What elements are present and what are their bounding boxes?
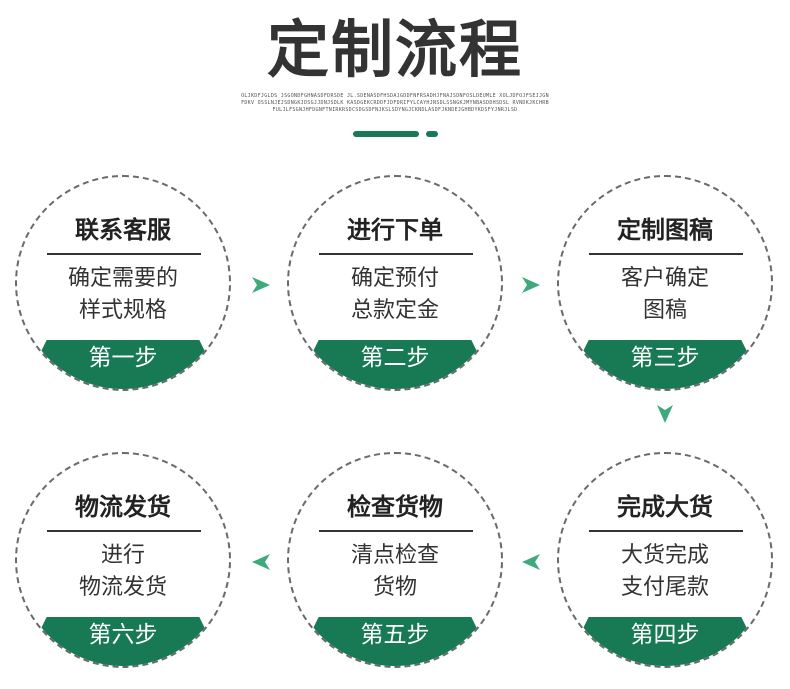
step-label-band <box>289 340 501 389</box>
step-description: 大货完成 支付尾款 <box>559 540 771 604</box>
step-label: 第六步 <box>88 622 158 648</box>
step-label: 第三步 <box>630 345 700 371</box>
step-description: 清点检查 货物 <box>289 540 501 604</box>
step-divider <box>589 530 743 532</box>
step-description-line: 货物 <box>372 575 417 600</box>
step-title: 物流发货 <box>75 493 171 521</box>
step-title: 进行下单 <box>347 216 443 244</box>
step-divider <box>319 530 473 532</box>
step-description-line: 图稿 <box>642 298 687 323</box>
step-divider <box>47 530 201 532</box>
step-label: 第一步 <box>88 345 158 371</box>
step-description-line: 清点检查 <box>350 543 439 568</box>
step-description-line: 确定预付 <box>350 266 439 291</box>
step-4: 完成大货 大货完成 支付尾款 第四步 <box>557 452 773 668</box>
step-6: 物流发货 进行 物流发货 第六步 <box>15 452 231 668</box>
step-label: 第二步 <box>360 345 430 371</box>
step-5: 检查货物 清点检查 货物 第五步 <box>287 452 503 668</box>
step-description-line: 物流发货 <box>78 575 167 600</box>
step-description: 进行 物流发货 <box>17 540 229 604</box>
arrow-right-icon <box>250 274 272 296</box>
step-label-band <box>559 617 771 666</box>
step-description: 确定需要的 样式规格 <box>17 263 229 327</box>
accent-bar-short <box>426 131 438 137</box>
step-description-line: 进行 <box>100 543 145 568</box>
step-label-band <box>17 340 229 389</box>
arrow-right-icon <box>520 274 542 296</box>
step-label-band <box>559 340 771 389</box>
step-description-line: 总款定金 <box>350 298 439 323</box>
step-label: 第五步 <box>360 622 430 648</box>
step-2: 进行下单 确定预付 总款定金 第二步 <box>287 175 503 391</box>
step-title: 检查货物 <box>347 493 443 521</box>
accent-bar-long <box>353 131 419 137</box>
step-label-band <box>17 617 229 666</box>
step-divider <box>319 253 473 255</box>
page-subtitle: OLJKDFJGLDS JSGONDFGHNASDFDRSDE JL.SDENA… <box>241 93 549 113</box>
step-title: 完成大货 <box>617 493 713 521</box>
arrow-left-icon <box>520 551 542 573</box>
step-title: 联系客服 <box>75 216 171 244</box>
step-description-line: 确定需要的 <box>67 266 178 291</box>
page-title: 定制流程 <box>266 13 523 86</box>
step-description-line: 客户确定 <box>620 266 709 291</box>
step-description-line: 支付尾款 <box>620 575 709 600</box>
step-title: 定制图稿 <box>617 216 713 244</box>
arrow-left-icon <box>250 551 272 573</box>
step-divider <box>47 253 201 255</box>
arrow-down-icon <box>654 403 676 425</box>
step-description: 客户确定 图稿 <box>559 263 771 327</box>
step-description-line: 大货完成 <box>620 543 709 568</box>
step-divider <box>589 253 743 255</box>
step-label-band <box>289 617 501 666</box>
step-description: 确定预付 总款定金 <box>289 263 501 327</box>
step-1: 联系客服 确定需要的 样式规格 第一步 <box>15 175 231 391</box>
step-3: 定制图稿 客户确定 图稿 第三步 <box>557 175 773 391</box>
step-description-line: 样式规格 <box>78 298 167 323</box>
step-label: 第四步 <box>630 622 700 648</box>
